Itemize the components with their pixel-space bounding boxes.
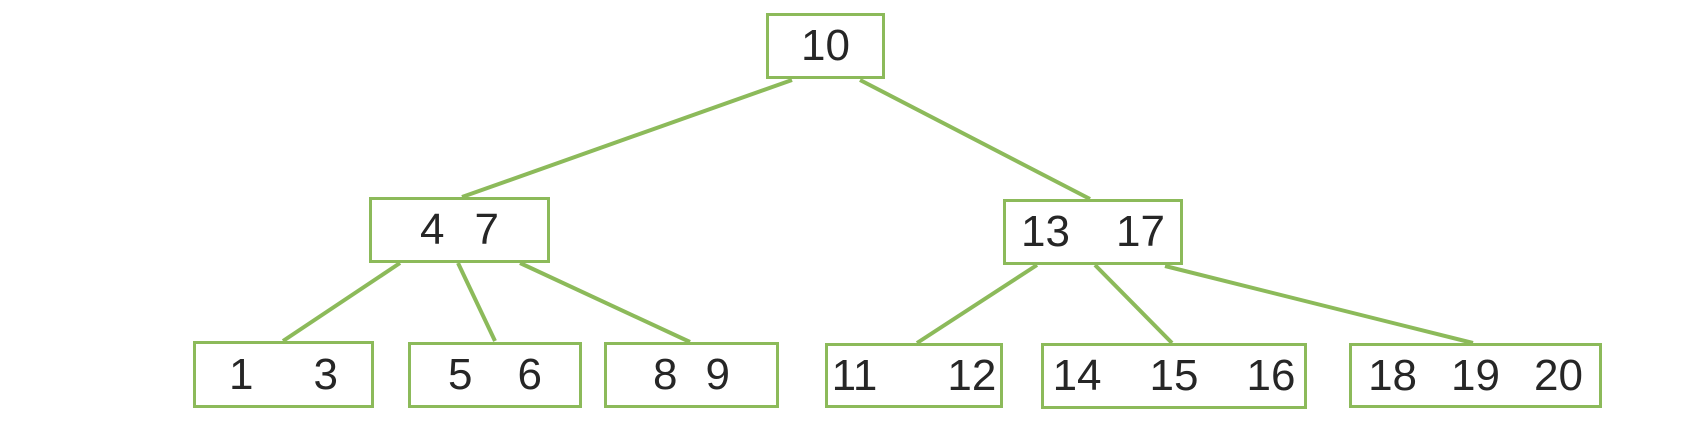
tree-node-root: 10 (766, 13, 885, 79)
tree-edge-int-right-to-leaf-18-19-20 (1164, 264, 1474, 345)
node-key: 14 (1052, 351, 1102, 400)
node-key: 1 (229, 349, 254, 399)
node-key: 4 (420, 205, 445, 254)
node-key: 17 (1116, 207, 1165, 256)
tree-edge-root-to-int-right (859, 78, 1091, 201)
tree-node-int-right: 13 17 (1003, 199, 1183, 265)
node-key: 11 (831, 350, 878, 400)
node-key: 9 (705, 350, 730, 399)
node-key: 5 (448, 350, 473, 399)
node-key: 13 (1021, 207, 1070, 256)
tree-node-leaf-14-15-16: 14 15 16 (1041, 343, 1307, 409)
node-key: 6 (517, 350, 542, 399)
tree-edge-root-to-int-left (461, 78, 793, 199)
node-key: 20 (1533, 350, 1583, 400)
tree-edge-int-left-to-leaf-1-3 (281, 261, 402, 343)
tree-node-leaf-11-12: 11 12 (825, 343, 1003, 408)
node-key: 16 (1246, 351, 1296, 400)
tree-edge-int-left-to-leaf-5-6 (456, 262, 497, 342)
tree-node-leaf-18-19-20: 18 19 20 (1349, 343, 1602, 408)
node-key: 7 (474, 205, 499, 254)
node-key: 3 (313, 349, 338, 399)
node-key: 12 (947, 350, 997, 400)
tree-edge-int-left-to-leaf-8-9 (519, 261, 691, 344)
node-key: 10 (801, 21, 850, 70)
tree-edge-int-right-to-leaf-14-15-16 (1093, 263, 1174, 345)
node-key: 8 (653, 350, 678, 399)
tree-edge-int-right-to-leaf-11-12 (915, 263, 1039, 345)
node-key: 19 (1451, 350, 1500, 400)
node-key: 18 (1368, 350, 1418, 400)
node-key: 15 (1149, 351, 1199, 400)
